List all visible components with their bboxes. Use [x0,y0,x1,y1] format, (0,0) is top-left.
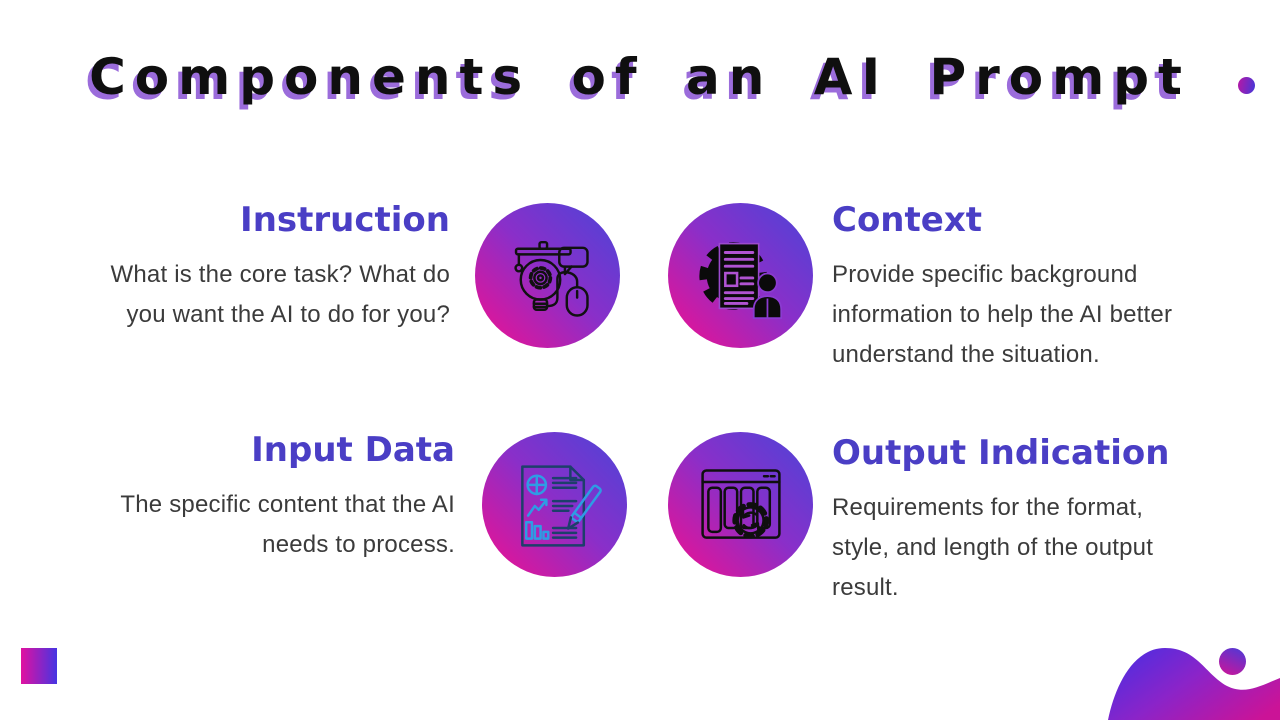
corner-square-decoration [21,648,57,684]
output-indication-icon [700,468,781,539]
title-bar: Components of an AI Prompt [0,48,1280,106]
section-heading: Instruction [240,200,450,240]
context-icon-circle [668,203,813,348]
context-icon [698,241,782,319]
blob-dot-decoration [1219,648,1246,675]
page-title: Components of an AI Prompt [89,48,1191,106]
blob-decoration [1108,648,1280,720]
section-heading: Output Indication [832,433,1170,473]
section-body: The specific content that the AI needs t… [120,491,455,559]
section-context: Context Provide specific background info… [832,200,1278,375]
section-body: Provide specific background information … [832,261,1173,369]
input-data-icon [520,464,602,547]
output-indication-icon-circle [668,432,813,577]
section-input-data: Input Data The specific content that the… [36,430,455,565]
input-data-icon-circle [482,432,627,577]
title-dot-decoration [1238,77,1255,94]
instruction-icon-circle [475,203,620,348]
section-heading: Input Data [251,430,455,470]
section-heading: Context [832,200,983,240]
section-body: What is the core task? What do you want … [110,261,450,329]
section-output-indication: Output Indication Requirements for the f… [832,433,1278,608]
instruction-icon [513,240,589,317]
section-instruction: Instruction What is the core task? What … [36,200,450,335]
section-body: Requirements for the format, style, and … [832,494,1154,602]
